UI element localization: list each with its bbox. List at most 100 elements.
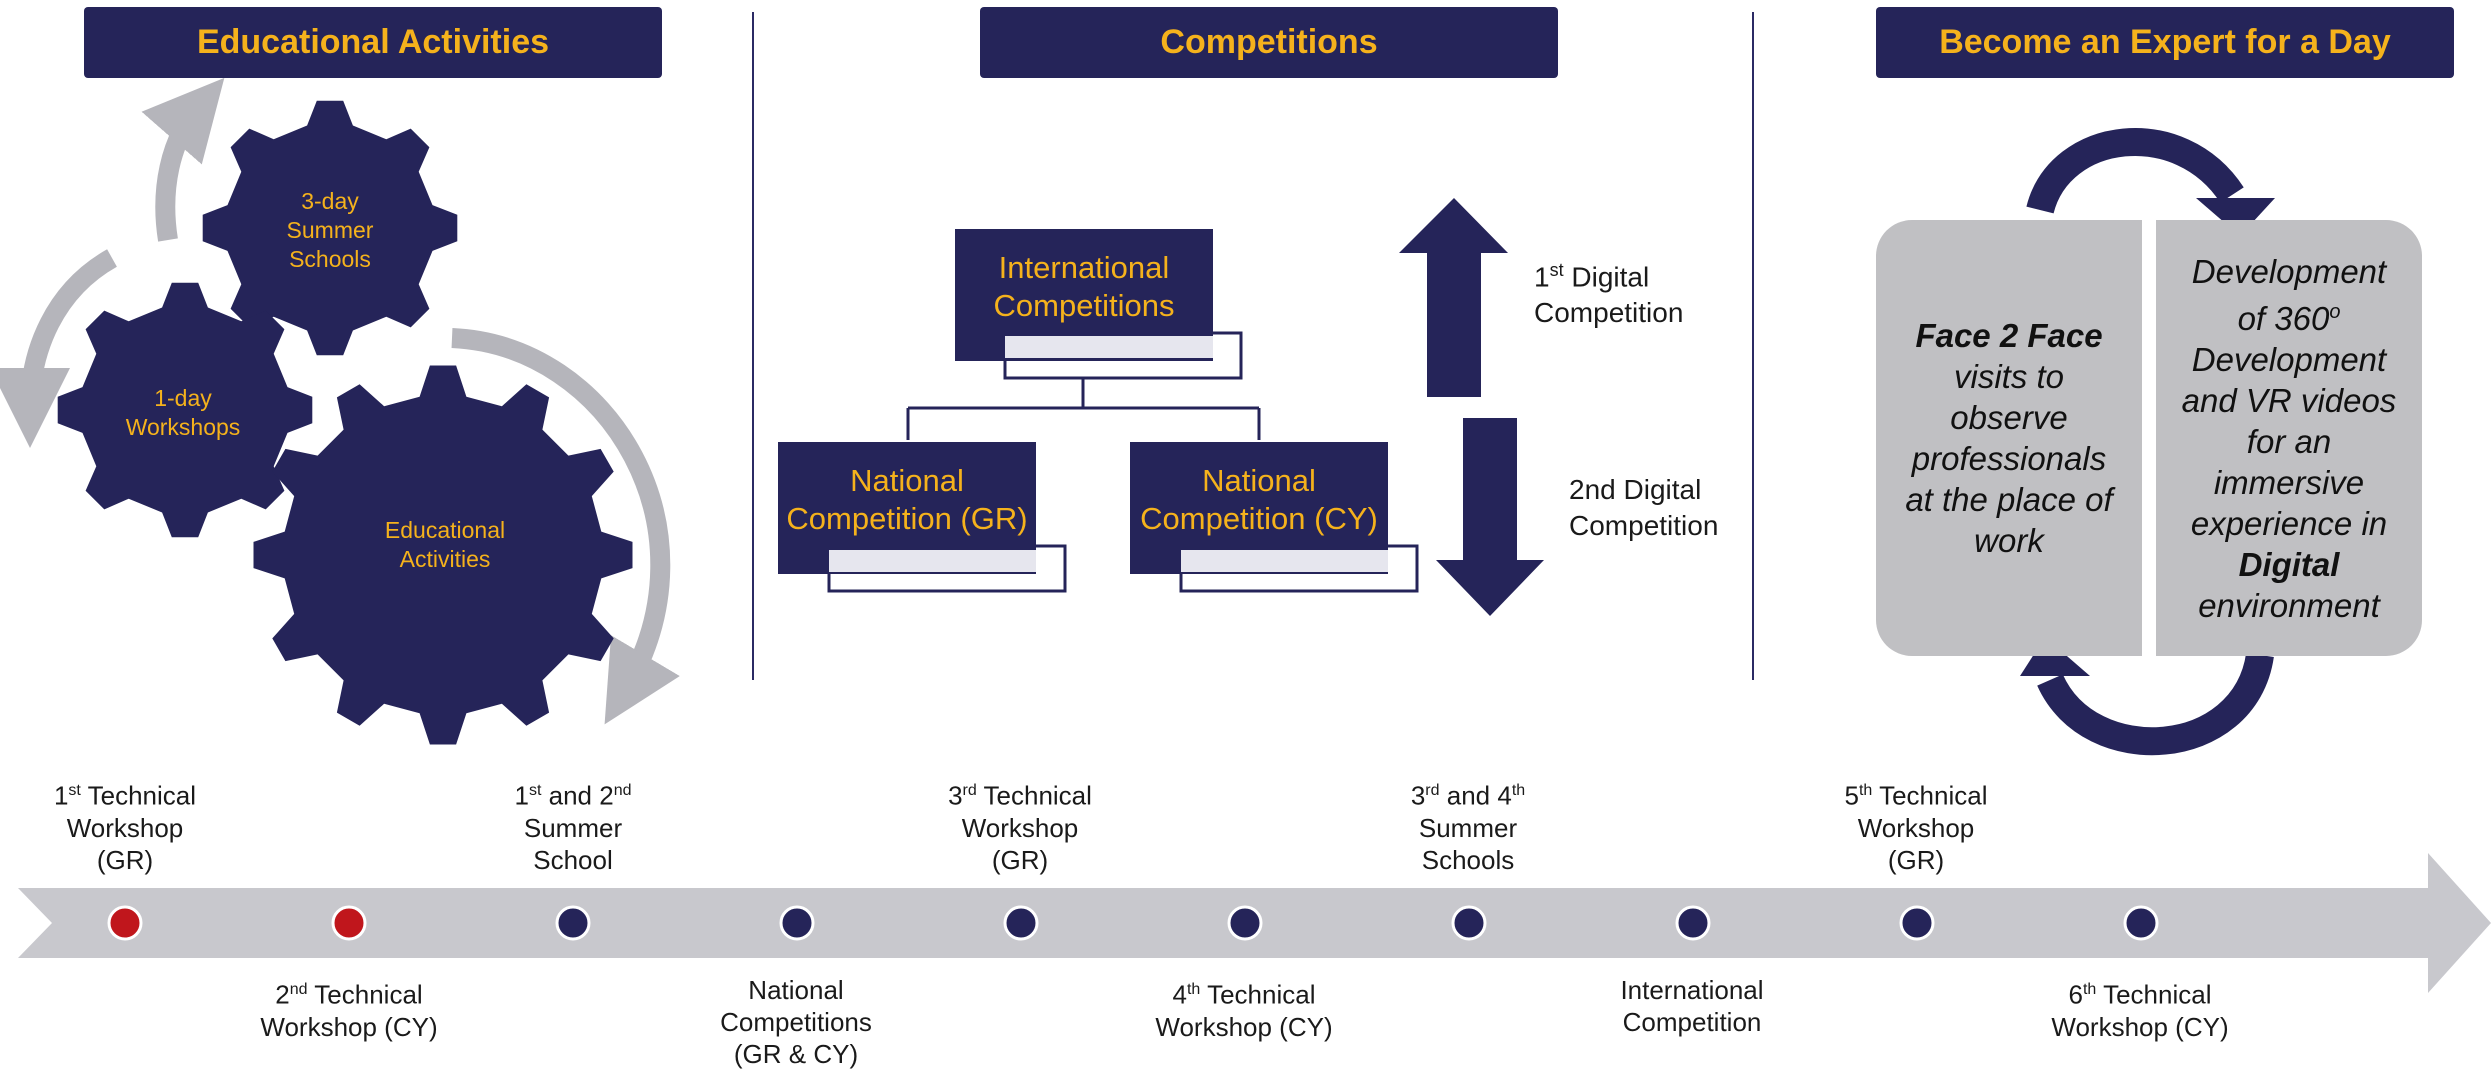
competition-tree-lines	[906, 378, 1261, 440]
tl-sup: rd	[962, 782, 977, 799]
gear-label-line: 1-day	[154, 385, 212, 411]
box-line: Competition (CY)	[1140, 501, 1378, 536]
tl-part: Workshop	[1857, 812, 1975, 843]
expert-cycle-arrow-top	[2026, 128, 2244, 215]
timeline-dot	[1899, 905, 1935, 941]
timeline-label-4th-technical-workshop: 4th Technical Workshop (CY)	[1139, 974, 1349, 1043]
tl-part: Technical	[2096, 979, 2212, 1010]
header-expert-for-a-day: Become an Expert for a Day	[1876, 7, 2454, 78]
panel-line: Development	[2191, 252, 2387, 290]
tl-sup: rd	[1425, 782, 1440, 799]
box-line: Competitions	[993, 288, 1175, 323]
tl-part: 1	[53, 780, 69, 811]
box-line: National	[850, 463, 964, 498]
timeline-label-national-competitions: National Competitions (GR & CY)	[691, 974, 901, 1070]
panel-line: professionals	[1911, 440, 2107, 477]
timeline-label-5th-technical-workshop: 5th Technical Workshop (GR)	[1821, 775, 2011, 876]
gear-label-line: Schools	[289, 246, 371, 272]
gear-label-educational-activities: Educational Activities	[360, 516, 530, 574]
panel-line: Development	[2191, 340, 2387, 378]
tl-part: and 4	[1439, 780, 1512, 811]
tl-part: and 2	[541, 780, 614, 811]
tl-part: 6	[2068, 979, 2083, 1010]
intl-comp-underband	[1005, 336, 1213, 358]
panel-line: work	[1974, 522, 2044, 559]
timeline-dot	[2123, 905, 2159, 941]
timeline-label-6th-technical-workshop: 6th Technical Workshop (CY)	[2035, 974, 2245, 1043]
tl-part: International	[1620, 975, 1764, 1005]
tl-part: 1	[514, 780, 529, 811]
expert-cycle-arrowhead-bottom	[2020, 637, 2090, 676]
panel-sup: o	[2329, 300, 2341, 323]
timeline-label-2nd-technical-workshop: 2nd Technical Workshop (CY)	[244, 974, 454, 1043]
face-to-face-panel: Face 2 Face visits to observe profession…	[1876, 220, 2142, 656]
gear-label-line: Summer	[286, 217, 374, 243]
gear-educational-activities-icon	[253, 365, 633, 745]
gear-label-summer-schools: 3-day Summer Schools	[270, 187, 390, 274]
tl-sup: th	[1511, 782, 1526, 799]
tl-sup: th	[1858, 782, 1873, 799]
tl-sup: th	[1186, 981, 1201, 998]
tl-part: 2	[275, 979, 290, 1010]
tl-part: Summer	[523, 812, 623, 843]
timeline-dot	[1227, 905, 1263, 941]
timeline-dot	[1451, 905, 1487, 941]
tl-part: Technical	[1872, 780, 1988, 811]
panel-bold: Face 2 Face	[1915, 317, 2103, 354]
tl-part: (GR)	[96, 844, 154, 875]
expert-cycle-arrow-bottom	[2037, 652, 2274, 756]
tl-part: Schools	[1421, 844, 1515, 875]
natcy-comp-underband	[1181, 550, 1388, 572]
tl-part: 5	[1844, 780, 1859, 811]
tl-sup: th	[2082, 981, 2097, 998]
tl-part: Technical	[976, 780, 1092, 811]
vr-development-panel: Development of 360o Development and VR v…	[2156, 220, 2422, 656]
expert-cycle-arrowhead-top	[2196, 198, 2275, 236]
panel-line: experience in	[2190, 504, 2388, 542]
tl-part: Technical	[307, 979, 423, 1010]
timeline-label-1st-technical-workshop: 1st Technical Workshop (GR)	[30, 775, 220, 876]
gear-workshops-icon	[57, 282, 313, 538]
tl-sup: nd	[289, 981, 308, 998]
tl-sup: st	[68, 782, 81, 799]
label-part: 2nd Digital	[1569, 474, 1702, 505]
tl-part: Technical	[1200, 979, 1316, 1010]
second-digital-competition-label: 2nd Digital Competition	[1569, 472, 1718, 544]
timeline-label-3rd-4th-summer-schools: 3rd and 4th Summer Schools	[1373, 775, 1563, 876]
panel-line: immersive	[2213, 463, 2365, 501]
box-line: National	[1202, 463, 1316, 498]
timeline-label-international-competition: International Competition	[1587, 974, 1797, 1038]
tl-part: Workshop (CY)	[2051, 1011, 2229, 1042]
header-competitions: Competitions	[980, 7, 1558, 78]
tl-part: Workshop	[961, 812, 1079, 843]
panel-line: observe	[1950, 399, 2068, 436]
tl-part: Summer	[1418, 812, 1518, 843]
gear-label-line: Workshops	[125, 414, 241, 440]
label-part: Competition	[1534, 297, 1684, 329]
cycle-arrow-left	[0, 249, 118, 448]
arrow-up-icon	[1399, 198, 1508, 397]
timeline-label-3rd-technical-workshop: 3rd Technical Workshop (GR)	[925, 775, 1115, 876]
panel-line: environment	[2198, 586, 2380, 624]
tl-sup: st	[528, 782, 542, 799]
tl-part: Technical	[80, 780, 197, 811]
cycle-arrow-top	[141, 77, 225, 242]
timeline-dot	[1675, 905, 1711, 941]
panel-line: for an	[2246, 422, 2332, 460]
panel-line: at the place of	[1905, 481, 2113, 518]
tl-part: (GR)	[1887, 844, 1945, 875]
section-divider-left	[752, 12, 754, 680]
tl-part: 3	[1410, 780, 1426, 811]
panel-line: visits to	[1953, 358, 2065, 395]
timeline-dots	[107, 905, 2159, 941]
header-educational-activities: Educational Activities	[84, 7, 662, 78]
tl-part: National	[748, 975, 844, 1005]
tl-sup: nd	[613, 782, 632, 799]
box-line: International	[998, 250, 1170, 285]
timeline-label-1st-2nd-summer-school: 1st and 2nd Summer School	[478, 775, 668, 876]
label-part: Competition	[1569, 510, 1719, 541]
timeline-dot	[107, 905, 143, 941]
cycle-arrow-right	[451, 328, 680, 725]
label-part: 1	[1534, 261, 1550, 293]
